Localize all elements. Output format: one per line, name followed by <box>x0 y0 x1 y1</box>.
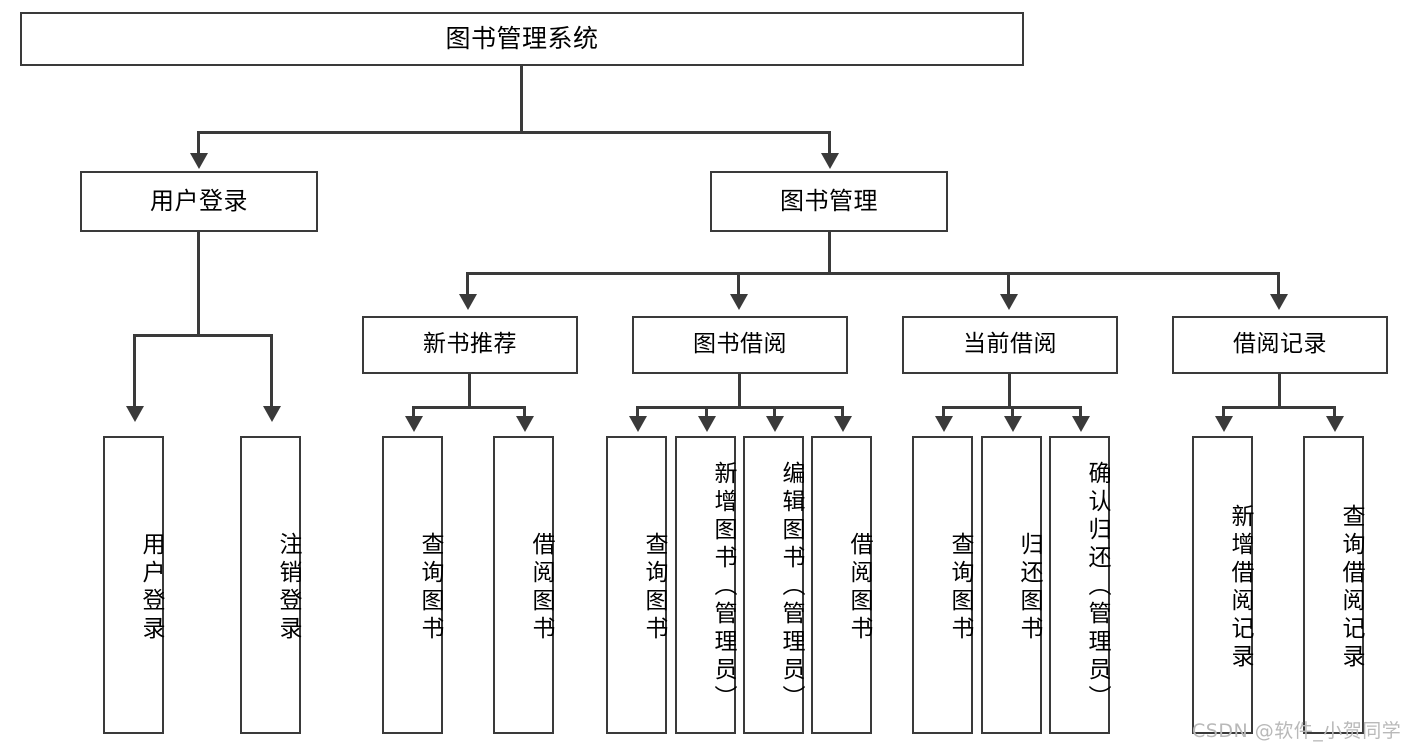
node-label: 用户登录 <box>138 532 164 644</box>
arrowhead-leaf-query-book-2 <box>628 416 647 432</box>
connector-new-book-recommend-spine <box>468 374 471 408</box>
node-label: 借阅图书 <box>528 532 554 644</box>
connector-drop-leaf-edit-book <box>773 406 776 418</box>
node-label: 借阅图书 <box>846 532 872 644</box>
node-label: 图书管理 <box>780 187 878 216</box>
node-label: 图书管理系统 <box>445 24 599 54</box>
node-label: 查询图书 <box>417 532 443 644</box>
node-borrow-record[interactable]: 借阅记录 <box>1172 316 1388 374</box>
leaf-query-book-recommend[interactable]: 查询图书 <box>382 436 443 734</box>
connector-drop-leaf-query-borrow-record <box>1333 406 1336 418</box>
connector-drop-leaf-logout <box>270 334 273 408</box>
node-current-borrow[interactable]: 当前借阅 <box>902 316 1118 374</box>
connector-drop-leaf-borrow-book-1 <box>523 406 526 418</box>
connector-drop-leaf-add-book <box>705 406 708 418</box>
arrowhead-book-borrow <box>729 294 748 310</box>
leaf-borrow-book-recommend[interactable]: 借阅图书 <box>493 436 554 734</box>
arrowhead-leaf-add-borrow-record <box>1214 416 1233 432</box>
node-label: 用户登录 <box>150 187 248 216</box>
connector-root-spine <box>520 66 523 131</box>
connector-drop-leaf-query-book-3 <box>942 406 945 418</box>
leaf-user-login[interactable]: 用户登录 <box>103 436 164 734</box>
arrowhead-leaf-borrow-book-1 <box>515 416 534 432</box>
leaf-edit-book-admin[interactable]: 编辑图书（管理员） <box>743 436 804 734</box>
connector-borrow-record-spine <box>1278 374 1281 408</box>
node-label: 编辑图书（管理员） <box>778 461 804 713</box>
node-label: 查询图书 <box>947 532 973 644</box>
arrowhead-user-login <box>189 153 208 169</box>
connector-drop-leaf-user-login <box>133 334 136 408</box>
connector-drop-leaf-borrow-book-2 <box>841 406 844 418</box>
leaf-query-book-current[interactable]: 查询图书 <box>912 436 973 734</box>
connector-drop-borrow-record <box>1277 272 1280 296</box>
arrowhead-book-management <box>820 153 839 169</box>
connector-user-login-spine <box>197 232 200 336</box>
node-label: 当前借阅 <box>963 331 1057 358</box>
connector-drop-leaf-confirm-return <box>1079 406 1082 418</box>
node-label: 新书推荐 <box>423 331 517 358</box>
node-label: 注销登录 <box>275 532 301 644</box>
arrowhead-leaf-logout <box>262 406 281 422</box>
connector-user-login-bus <box>133 334 273 337</box>
connector-drop-new-book-recommend <box>466 272 469 296</box>
node-root-book-management-system[interactable]: 图书管理系统 <box>20 12 1024 66</box>
connector-current-borrow-spine <box>1008 374 1011 408</box>
connector-drop-user-login <box>197 131 200 155</box>
arrowhead-borrow-record <box>1269 294 1288 310</box>
leaf-query-borrow-record[interactable]: 查询借阅记录 <box>1303 436 1364 734</box>
connector-drop-leaf-return-book <box>1011 406 1014 418</box>
arrowhead-leaf-user-login <box>125 406 144 422</box>
connector-level2-bus <box>466 272 1280 275</box>
connector-book-management-spine <box>828 232 831 274</box>
connector-drop-current-borrow <box>1007 272 1010 296</box>
node-new-book-recommend[interactable]: 新书推荐 <box>362 316 578 374</box>
leaf-query-book-borrow[interactable]: 查询图书 <box>606 436 667 734</box>
node-book-management[interactable]: 图书管理 <box>710 171 948 232</box>
node-label: 新增借阅记录 <box>1227 504 1253 672</box>
node-label: 借阅记录 <box>1233 331 1327 358</box>
connector-drop-leaf-query-book-1 <box>412 406 415 418</box>
leaf-add-borrow-record[interactable]: 新增借阅记录 <box>1192 436 1253 734</box>
arrowhead-leaf-edit-book <box>765 416 784 432</box>
node-label: 新增图书（管理员） <box>710 461 736 713</box>
leaf-logout[interactable]: 注销登录 <box>240 436 301 734</box>
connector-book-borrow-bus <box>636 406 844 409</box>
node-label: 归还图书 <box>1016 532 1042 644</box>
node-label: 图书借阅 <box>693 331 787 358</box>
leaf-borrow-book-borrow[interactable]: 借阅图书 <box>811 436 872 734</box>
arrowhead-leaf-query-book-3 <box>934 416 953 432</box>
leaf-add-book-admin[interactable]: 新增图书（管理员） <box>675 436 736 734</box>
arrowhead-leaf-add-book <box>697 416 716 432</box>
arrowhead-new-book-recommend <box>458 294 477 310</box>
leaf-confirm-return-admin[interactable]: 确认归还（管理员） <box>1049 436 1110 734</box>
connector-level1-bus <box>197 131 831 134</box>
node-label: 查询借阅记录 <box>1338 504 1364 672</box>
arrowhead-leaf-confirm-return <box>1071 416 1090 432</box>
connector-drop-book-management <box>828 131 831 155</box>
node-label: 查询图书 <box>641 532 667 644</box>
arrowhead-leaf-query-book-1 <box>404 416 423 432</box>
connector-drop-leaf-add-borrow-record <box>1222 406 1225 418</box>
node-book-borrow[interactable]: 图书借阅 <box>632 316 848 374</box>
arrowhead-leaf-query-borrow-record <box>1325 416 1344 432</box>
arrowhead-current-borrow <box>999 294 1018 310</box>
connector-new-book-recommend-bus <box>412 406 526 409</box>
arrowhead-leaf-return-book <box>1003 416 1022 432</box>
connector-drop-book-borrow <box>737 272 740 296</box>
arrowhead-leaf-borrow-book-2 <box>833 416 852 432</box>
node-user-login[interactable]: 用户登录 <box>80 171 318 232</box>
connector-borrow-record-bus <box>1222 406 1336 409</box>
connector-drop-leaf-query-book-2 <box>636 406 639 418</box>
connector-book-borrow-spine <box>738 374 741 408</box>
node-label: 确认归还（管理员） <box>1084 461 1110 713</box>
leaf-return-book[interactable]: 归还图书 <box>981 436 1042 734</box>
